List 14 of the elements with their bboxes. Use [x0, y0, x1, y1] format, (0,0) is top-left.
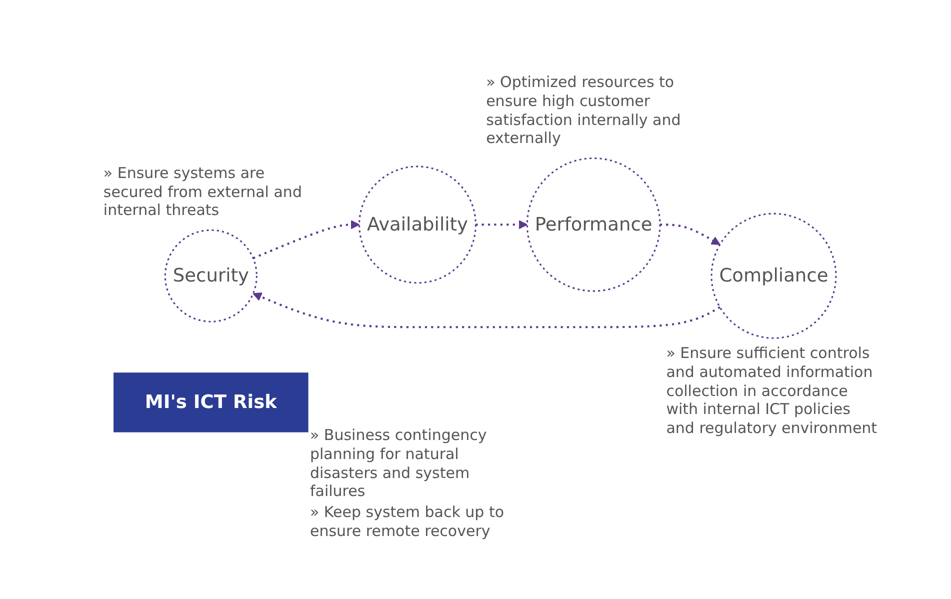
arrow [252, 292, 720, 328]
note-text: » Ensure sufficient controls and automated information collection in accordance with internal ICT policies and regulatory environment [666, 344, 878, 438]
note-text: » Keep system back up to ensure remote recovery [310, 503, 506, 540]
node-circle: Security [164, 229, 258, 322]
note-text: » Optimized resources to ensure high customer satisfaction internally and externally [486, 73, 682, 148]
node-circle: Compliance [710, 212, 837, 339]
note-text: » Business contingency planning for natural disasters and system failures [310, 426, 488, 501]
node-circle: Performance [526, 157, 661, 292]
node-circle: Availability [358, 166, 476, 284]
arrow [476, 220, 528, 230]
node-box: MI's ICT Risk [114, 372, 308, 432]
arrow [252, 220, 360, 260]
arrow [660, 224, 720, 245]
note-text: » Ensure systems are secured from external and internal threats [103, 164, 303, 220]
